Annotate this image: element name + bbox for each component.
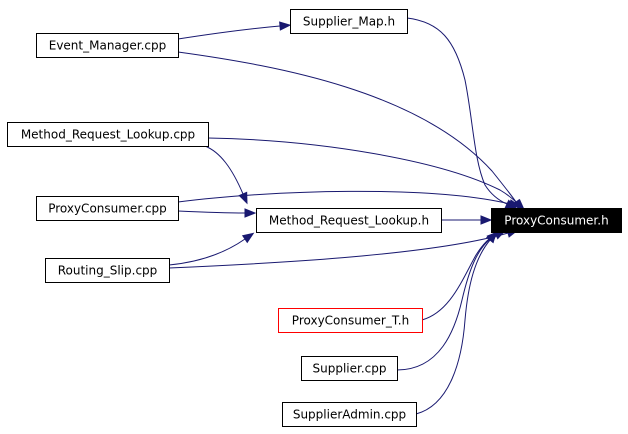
node-label: ProxyConsumer.h [504,214,608,228]
edge-arrowhead [485,231,498,244]
node-proxyconsumer-h: ProxyConsumer.h [491,208,622,233]
node-box [36,33,179,58]
edge-line [207,137,518,204]
edge-line [168,238,246,266]
node-method-request-lookup-h[interactable]: Method_Request_Lookup.h [256,208,442,233]
edge-line [177,25,281,40]
edge-proxyconsumer_cpp-to-method_request_lookup_h [177,208,257,218]
edge-arrowhead [279,21,292,31]
node-method-request-lookup-cpp[interactable]: Method_Request_Lookup.cpp [7,122,209,147]
node-label: ProxyConsumer_T.h [292,314,409,328]
node-supplier-map[interactable]: Supplier_Map.h [290,9,408,34]
node-box [7,122,209,147]
node-label: ProxyConsumer.cpp [48,202,167,216]
node-label: Event_Manager.cpp [49,39,167,53]
edge-proxyconsumer_t-to-proxyconsumer_h [421,230,507,321]
edge-line [177,51,517,203]
node-box [256,208,442,233]
node-label: SupplierAdmin.cpp [293,408,406,422]
node-label: Supplier.cpp [313,362,387,376]
edge-line [177,190,511,205]
edge-method_request_lookup_cpp-to-method_request_lookup_h [204,145,248,205]
node-supplier-cpp[interactable]: Supplier.cpp [301,356,398,381]
node-label: Method_Request_Lookup.cpp [21,128,195,142]
edge-line [177,210,246,214]
edge-line [396,238,491,371]
node-box [45,258,170,283]
edge-proxyconsumer_cpp-to-proxyconsumer_h [177,190,522,209]
node-proxyconsumer-cpp[interactable]: ProxyConsumer.cpp [36,196,179,221]
edge-arrowhead [238,191,248,205]
edge-event_manager-to-supplier_map [177,21,292,40]
edge-arrowhead [244,208,257,218]
node-box [282,402,417,427]
node-box [301,356,398,381]
node-box [491,208,622,233]
edge-routing_slip-to-method_request_lookup_h [168,232,255,266]
node-proxyconsumer-t[interactable]: ProxyConsumer_T.h [278,308,423,333]
edge-method_request_lookup_h-to-proxyconsumer_h [441,215,493,225]
edge-arrowhead [513,199,526,211]
node-label: Method_Request_Lookup.h [269,214,429,228]
edge-event_manager-to-proxyconsumer_h [177,51,523,212]
edge-method_request_lookup_cpp-to-proxyconsumer_h [207,137,526,211]
edge-routing_slip-to-proxyconsumer_h [168,228,519,269]
edge-supplier_map-to-proxyconsumer_h [406,17,518,209]
edge-arrowhead [480,215,493,225]
edge-arrowhead [241,232,255,244]
node-box [290,9,408,34]
node-label: Supplier_Map.h [303,15,395,29]
edge-arrowhead [508,199,522,209]
edge-supplier_cpp-to-proxyconsumer_h [396,231,499,371]
node-label: Routing_Slip.cpp [58,264,158,278]
node-event-manager[interactable]: Event_Manager.cpp [36,33,179,58]
node-routing-slip[interactable]: Routing_Slip.cpp [45,258,170,283]
edge-line [204,145,244,195]
node-supplieradmin[interactable]: SupplierAdmin.cpp [282,402,417,427]
edge-supplieradmin-to-proxyconsumer_h [415,231,498,415]
edge-line [415,239,491,415]
node-box [36,196,179,221]
edge-line [168,232,509,269]
edge-line [406,17,508,205]
node-box [278,308,423,333]
